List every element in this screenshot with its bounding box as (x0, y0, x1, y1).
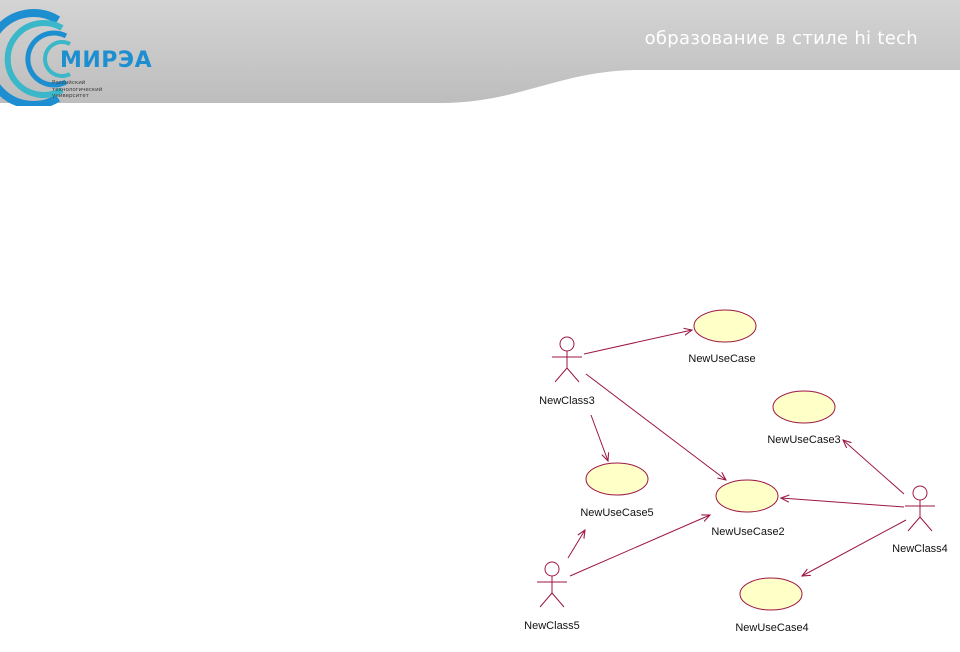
actor-newclass4-icon (905, 485, 935, 532)
logo-subtitle: Российский технологический университет (52, 80, 102, 100)
logo-rings-icon (0, 9, 71, 109)
actor-label-newclass5: NewClass5 (524, 620, 580, 632)
usecase-label-newusecase2: NewUseCase2 (711, 526, 784, 538)
logo-subtitle-line: технологический (52, 86, 103, 93)
usecase-newusecase5 (585, 462, 649, 496)
usecase-label-newusecase4: NewUseCase4 (735, 622, 808, 634)
usecase-newusecase3 (772, 390, 836, 424)
association-newclass3-newusecase5 (590, 414, 608, 461)
actor-label-newclass3: NewClass3 (539, 395, 595, 407)
usecase-label-newusecase3: NewUseCase3 (767, 434, 840, 446)
actor-newclass5-icon (537, 561, 567, 608)
usecase-label-newusecase: NewUseCase (688, 353, 755, 365)
association-newclass4-newusecase2 (781, 498, 905, 508)
actor-newclass3-icon (552, 336, 582, 383)
association-newclass3-newusecase2 (585, 373, 726, 480)
usecase-label-newusecase5: NewUseCase5 (580, 507, 653, 519)
usecase-newusecase2 (715, 479, 779, 513)
mirea-logo: МИРЭА Российский технологический универс… (0, 0, 170, 109)
association-newclass5-newusecase2 (569, 515, 710, 577)
actor-label-newclass4: NewClass4 (892, 543, 948, 555)
usecase-newusecase4 (739, 577, 803, 611)
header-tagline: образование в стиле hi tech (644, 28, 918, 49)
association-newclass5-newusecase5 (567, 530, 585, 559)
usecase-newusecase (693, 309, 757, 343)
association-newclass3-newusecase (583, 330, 692, 355)
logo-wordmark: МИРЭА (60, 48, 153, 73)
association-newclass4-newusecase4 (802, 519, 907, 576)
logo-subtitle-line: университет (52, 93, 89, 99)
association-newclass4-newusecase3 (843, 440, 905, 495)
logo-subtitle-line: Российский (52, 80, 86, 86)
header-band (0, 0, 960, 103)
